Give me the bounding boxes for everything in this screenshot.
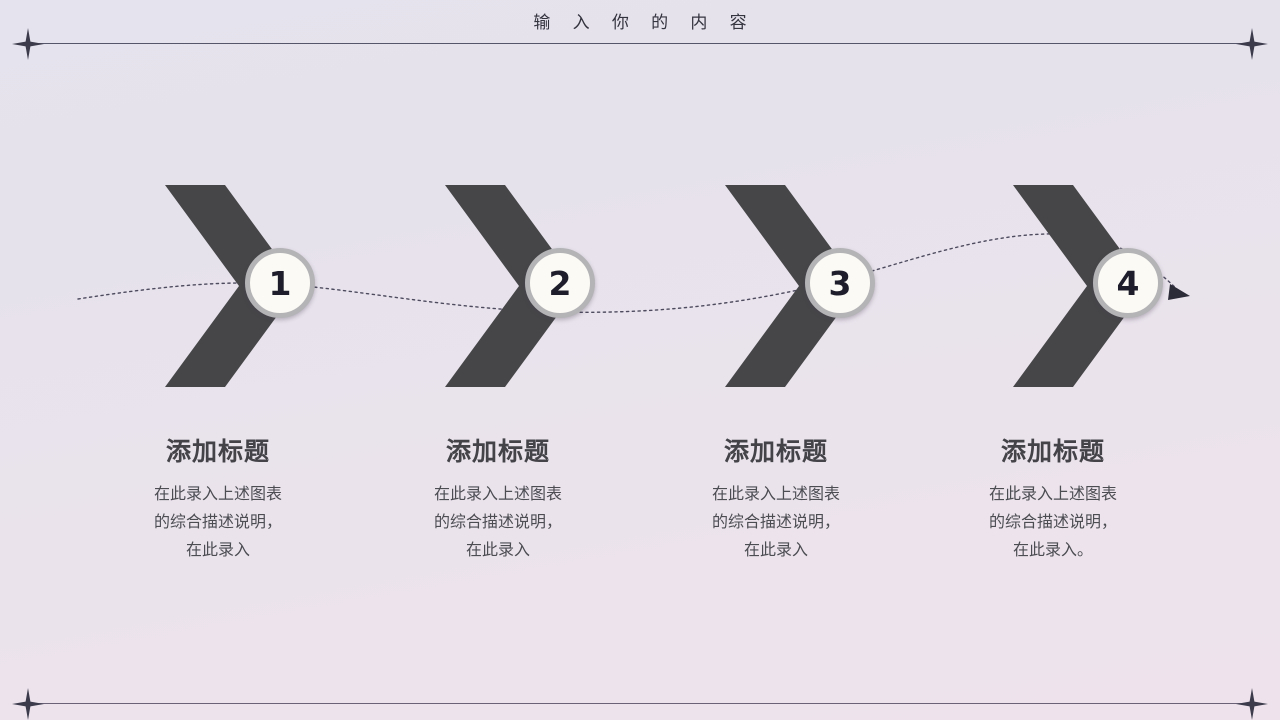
step-description-line: 在此录入。	[1012, 540, 1093, 559]
step-number-badge-2[interactable]: 2	[525, 248, 595, 318]
step-description-line: 在此录入上述图表	[711, 484, 840, 503]
step-caption-4: 添加标题 在此录入上述图表 的综合描述说明， 在此录入。	[943, 432, 1163, 564]
page-title: 输 入 你 的 内 容	[533, 13, 756, 32]
step-description-1: 在此录入上述图表 的综合描述说明， 在此录入	[108, 480, 328, 564]
step-number-label: 3	[828, 263, 852, 303]
step-number-badge-4[interactable]: 4	[1093, 248, 1163, 318]
header-divider-line	[28, 43, 1252, 44]
arrow-right-icon	[1168, 284, 1190, 300]
step-number-badge-3[interactable]: 3	[805, 248, 875, 318]
step-description-line: 的综合描述说明，	[988, 512, 1117, 531]
step-title-3: 添加标题	[723, 437, 828, 466]
step-caption-2: 添加标题 在此录入上述图表 的综合描述说明， 在此录入	[388, 432, 608, 564]
step-description-line: 的综合描述说明，	[711, 512, 840, 531]
step-caption-1: 添加标题 在此录入上述图表 的综合描述说明， 在此录入	[108, 432, 328, 564]
step-title-1: 添加标题	[165, 437, 270, 466]
step-description-line: 在此录入	[465, 540, 530, 559]
step-description-line: 在此录入上述图表	[433, 484, 562, 503]
step-description-line: 在此录入上述图表	[153, 484, 282, 503]
step-description-4: 在此录入上述图表 的综合描述说明， 在此录入。	[943, 480, 1163, 564]
step-number-badge-1[interactable]: 1	[245, 248, 315, 318]
step-description-line: 在此录入	[185, 540, 250, 559]
step-number-label: 2	[548, 263, 572, 303]
step-description-3: 在此录入上述图表 的综合描述说明， 在此录入	[666, 480, 886, 564]
step-number-label: 4	[1116, 263, 1140, 303]
step-title-4: 添加标题	[1000, 437, 1105, 466]
step-description-line: 在此录入	[743, 540, 808, 559]
step-title-2: 添加标题	[445, 437, 550, 466]
step-description-line: 的综合描述说明，	[433, 512, 562, 531]
step-description-line: 的综合描述说明，	[153, 512, 282, 531]
footer-divider-line	[28, 703, 1252, 704]
step-caption-3: 添加标题 在此录入上述图表 的综合描述说明， 在此录入	[666, 432, 886, 564]
step-number-label: 1	[268, 263, 292, 303]
step-description-2: 在此录入上述图表 的综合描述说明， 在此录入	[388, 480, 608, 564]
step-description-line: 在此录入上述图表	[988, 484, 1117, 503]
